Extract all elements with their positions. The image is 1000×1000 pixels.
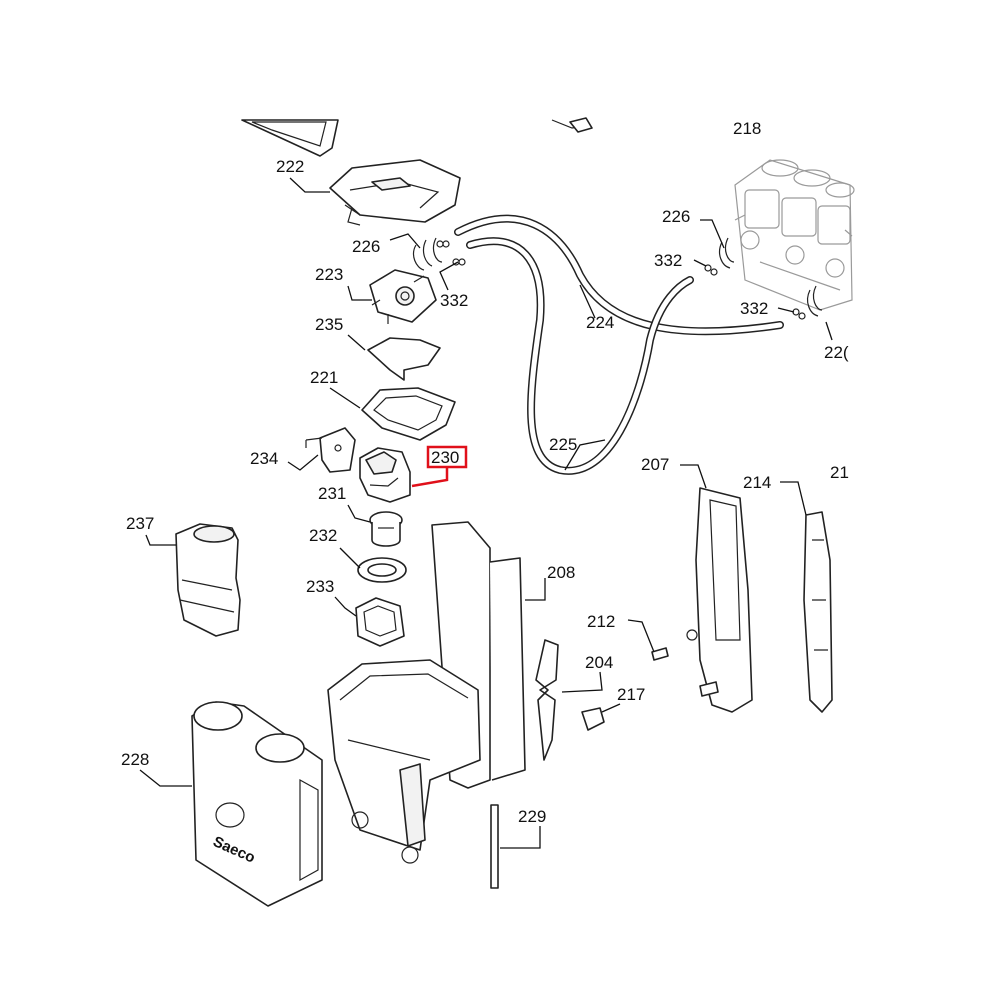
part-233-clamp [355,597,405,647]
part-232-ring [357,557,407,583]
label-332-right: 332 [654,251,682,270]
part-228-cover [191,701,323,907]
part-231-knob [369,511,403,547]
label-225: 225 [549,435,577,454]
label-228: 228 [121,750,149,769]
label-332-lower: 332 [740,299,768,318]
label-226-right: 226 [662,207,690,226]
top-cable-partial [551,117,593,133]
clips-332-right [704,264,806,320]
label-232: 232 [309,526,337,545]
part-207-rail [686,487,753,713]
label-214: 214 [743,473,771,492]
label-212: 212 [587,612,615,631]
leader-lines [139,177,833,849]
part-204-spring [535,639,559,761]
hose-224 [454,214,784,336]
part-222-cover [329,159,461,226]
part-230-housing [359,447,411,503]
part-217-clip [581,707,605,731]
label-332-upper: 332 [440,291,468,310]
highlight-230 [411,445,468,488]
clips-226-upper [412,237,443,271]
part-212-screws [651,647,719,697]
part-221-frame [361,387,456,441]
part-229-rod [490,804,499,889]
label-229: 229 [518,807,546,826]
label-230: 230 [431,448,459,467]
label-234: 234 [250,449,278,468]
label-218: 218 [733,119,761,138]
label-207: 207 [641,455,669,474]
label-226-clipped: 22( [824,343,849,362]
solenoid-valve-block [734,159,855,311]
part-237-component [175,523,241,637]
label-233: 233 [306,577,334,596]
part-223-valve [369,269,437,324]
part-214-rail [803,511,833,713]
label-224: 224 [586,313,614,332]
part-234-bracket [305,427,356,473]
label-204: 204 [585,653,613,672]
hose-225 [466,237,694,475]
label-237: 237 [126,514,154,533]
part-235-gasket [367,337,441,381]
part-208-housing [327,521,526,864]
label-223: 223 [315,265,343,284]
top-frame-partial [241,119,339,157]
label-221: 221 [310,368,338,387]
label-226-upper: 226 [352,237,380,256]
label-231: 231 [318,484,346,503]
label-21-clipped: 21 [830,463,849,482]
label-235: 235 [315,315,343,334]
label-217: 217 [617,685,645,704]
label-222: 222 [276,157,304,176]
clips-226-right [718,237,823,317]
clips-332-upper [436,240,466,266]
label-208: 208 [547,563,575,582]
